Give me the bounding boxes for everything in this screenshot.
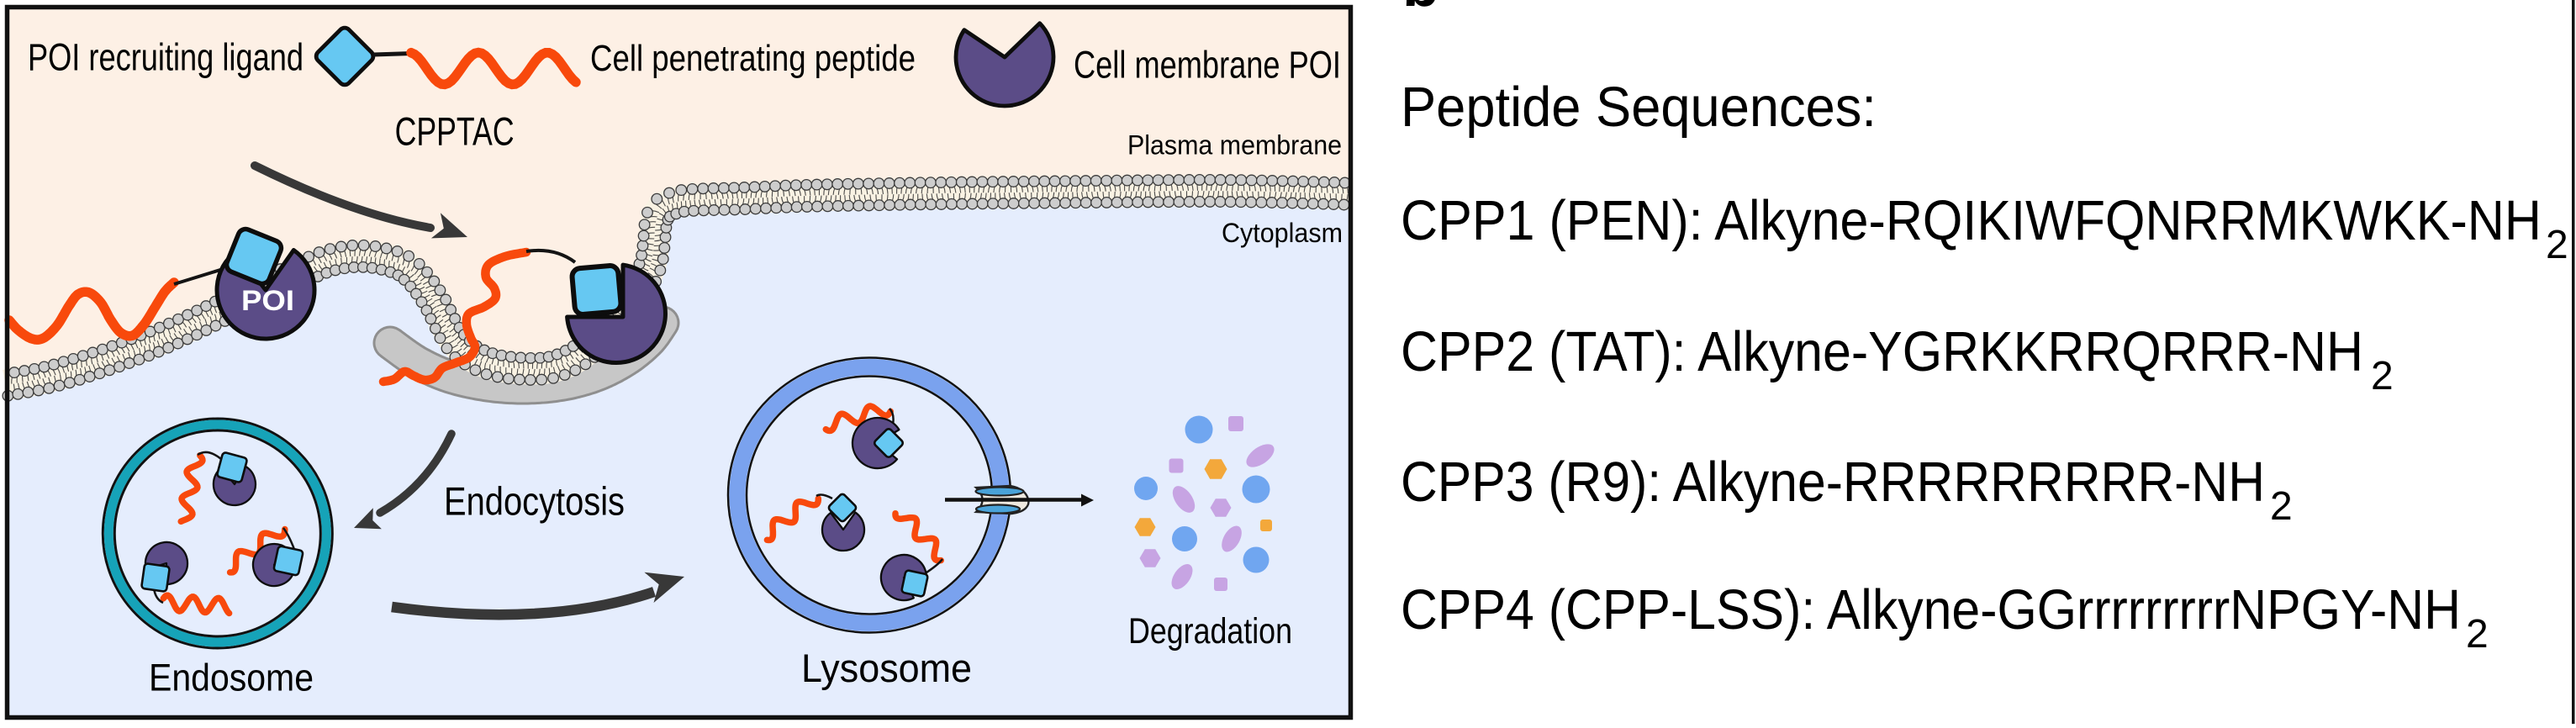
svg-text:CPP4 (CPP-LSS): Alkyne-GGrrrrr: CPP4 (CPP-LSS): Alkyne-GGrrrrrrrrrNPGY-N… bbox=[1401, 578, 2461, 641]
svg-text:Cell penetrating peptide: Cell penetrating peptide bbox=[590, 38, 916, 79]
svg-text:Degradation: Degradation bbox=[1128, 611, 1292, 652]
svg-text:Lysosome: Lysosome bbox=[801, 646, 972, 690]
svg-text:2: 2 bbox=[2546, 223, 2568, 267]
svg-text:CPP1 (PEN): Alkyne-RQIKIWFQNRR: CPP1 (PEN): Alkyne-RQIKIWFQNRRMKWKK-NH bbox=[1401, 189, 2542, 252]
svg-text:POI recruiting ligand: POI recruiting ligand bbox=[28, 36, 304, 79]
svg-text:b: b bbox=[1402, 0, 1439, 19]
svg-text:Endosome: Endosome bbox=[149, 657, 314, 699]
svg-text:CPP3 (R9): Alkyne-RRRRRRRRR-NH: CPP3 (R9): Alkyne-RRRRRRRRR-NH bbox=[1401, 451, 2265, 514]
svg-text:2: 2 bbox=[2270, 484, 2293, 529]
svg-text:CPPTAC: CPPTAC bbox=[395, 108, 515, 153]
svg-text:Cell membrane POI: Cell membrane POI bbox=[1074, 44, 1341, 87]
svg-text:Peptide Sequences:: Peptide Sequences: bbox=[1401, 76, 1877, 139]
svg-text:2: 2 bbox=[2371, 354, 2394, 398]
svg-text:POI: POI bbox=[241, 285, 294, 317]
svg-text:Endocytosis: Endocytosis bbox=[444, 479, 625, 524]
svg-text:2: 2 bbox=[2466, 612, 2489, 657]
svg-text:Cytoplasm: Cytoplasm bbox=[1222, 218, 1343, 248]
svg-text:Plasma membrane: Plasma membrane bbox=[1127, 130, 1342, 161]
svg-text:CPP2 (TAT): Alkyne-YGRKKRRQRRR: CPP2 (TAT): Alkyne-YGRKKRRQRRR-NH bbox=[1401, 320, 2363, 383]
